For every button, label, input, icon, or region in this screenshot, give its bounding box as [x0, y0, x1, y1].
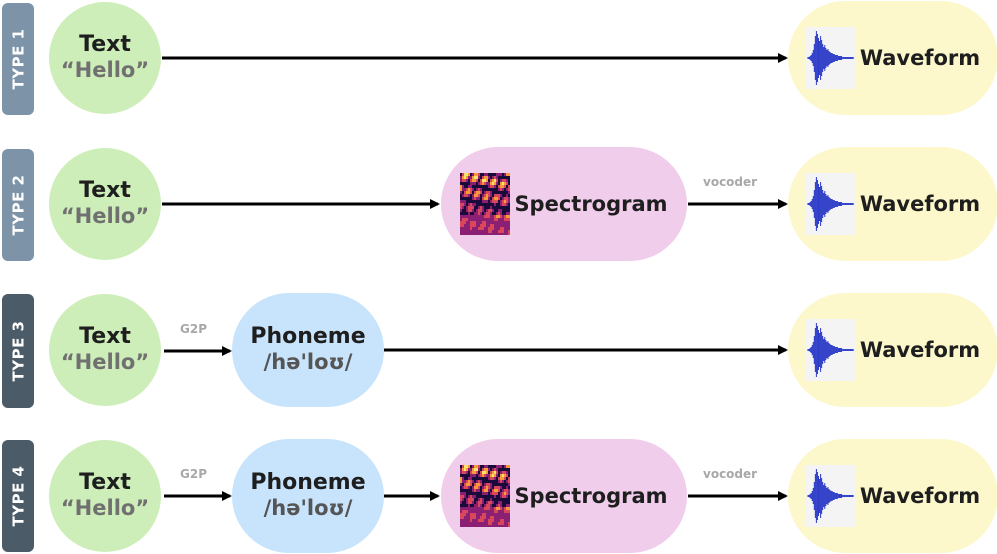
text-node-example: “Hello”: [60, 58, 150, 82]
waveform-label: Waveform: [859, 338, 981, 362]
type-3-tab: TYPE 3: [2, 294, 34, 408]
waveform-node: Waveform: [788, 293, 997, 407]
waveform-icon: [805, 173, 856, 235]
type-2-label: TYPE 2: [9, 174, 27, 236]
waveform-label: Waveform: [859, 192, 981, 216]
text-node-title: Text: [79, 323, 131, 349]
type-4-label: TYPE 4: [9, 465, 27, 527]
text-node-title: Text: [79, 469, 131, 495]
spectrogram-node: Spectrogram: [441, 147, 687, 261]
waveform-node: Waveform: [788, 439, 997, 553]
text-node: Text “Hello”: [49, 440, 161, 552]
phoneme-node-example: /hə'loʊ/: [263, 496, 353, 520]
waveform-icon: [805, 319, 856, 381]
g2p-label: G2P: [180, 467, 207, 481]
vocoder-label: vocoder: [703, 467, 758, 481]
spectrogram-label: Spectrogram: [514, 192, 668, 216]
text-node-example: “Hello”: [60, 350, 150, 374]
text-node-title: Text: [79, 31, 131, 57]
waveform-label: Waveform: [859, 46, 981, 70]
g2p-label: G2P: [180, 322, 207, 336]
phoneme-node-title: Phoneme: [250, 323, 366, 349]
waveform-label: Waveform: [859, 484, 981, 508]
text-node: Text “Hello”: [49, 2, 161, 114]
waveform-node: Waveform: [788, 147, 997, 261]
waveform-icon: [805, 465, 856, 527]
spectrogram-icon: [460, 173, 511, 235]
spectrogram-icon: [460, 465, 511, 527]
phoneme-node-example: /hə'loʊ/: [263, 350, 353, 374]
phoneme-node: Phoneme /hə'loʊ/: [232, 293, 384, 407]
vocoder-label: vocoder: [703, 175, 758, 189]
type-1-label: TYPE 1: [9, 28, 27, 90]
type-1-tab: TYPE 1: [2, 3, 34, 115]
text-node: Text “Hello”: [49, 148, 161, 260]
spectrogram-node: Spectrogram: [441, 439, 687, 553]
type-3-label: TYPE 3: [9, 320, 27, 382]
type-4-tab: TYPE 4: [2, 440, 34, 552]
spectrogram-label: Spectrogram: [514, 484, 668, 508]
type-2-tab: TYPE 2: [2, 149, 34, 261]
phoneme-node: Phoneme /hə'loʊ/: [232, 439, 384, 553]
waveform-icon: [805, 27, 856, 89]
waveform-node: Waveform: [788, 1, 997, 115]
text-node-title: Text: [79, 177, 131, 203]
text-node-example: “Hello”: [60, 204, 150, 228]
phoneme-node-title: Phoneme: [250, 469, 366, 495]
text-node-example: “Hello”: [60, 496, 150, 520]
text-node: Text “Hello”: [49, 294, 161, 406]
